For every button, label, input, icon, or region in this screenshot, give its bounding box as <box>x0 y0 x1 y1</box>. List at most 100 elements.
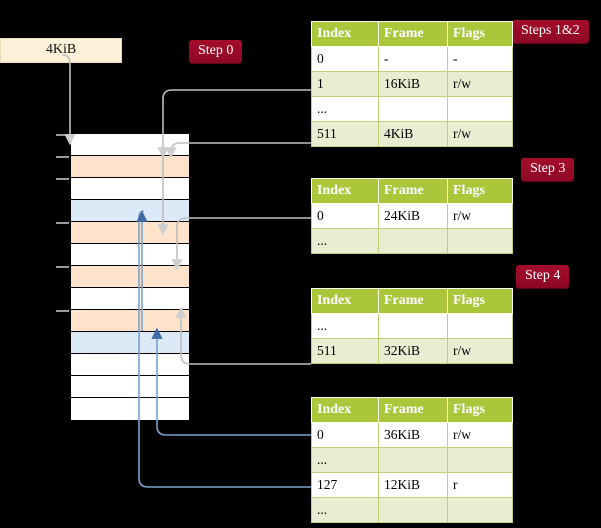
memory-frame-row <box>71 156 189 178</box>
step-badge-label: Step 4 <box>525 268 561 283</box>
memory-tick-mark <box>56 310 69 312</box>
virtual-address-label: 4KiB <box>45 42 77 57</box>
table-cell: r/w <box>447 121 513 147</box>
wire-table1-to-memory <box>165 142 311 159</box>
table-cell: r/w <box>447 422 513 448</box>
table-cell <box>378 96 448 122</box>
table-cell: ... <box>311 96 379 122</box>
table-cell: r/w <box>447 338 513 364</box>
table-cell <box>447 96 513 122</box>
memory-frame-row <box>71 222 189 244</box>
table-cell: 0 <box>311 203 379 229</box>
column-header-flags: Flags <box>447 288 513 314</box>
wire-va-to-memory <box>61 54 76 146</box>
memory-tick-mark <box>56 134 69 136</box>
table-cell: 24KiB <box>378 203 448 229</box>
step-badge-label: Step 3 <box>530 161 566 176</box>
table-cell: 0 <box>311 46 379 72</box>
column-header-frame: Frame <box>378 178 448 204</box>
column-header-index: Index <box>311 178 379 204</box>
step-badge-step0: Step 0 <box>189 40 243 63</box>
table-cell: 36KiB <box>378 422 448 448</box>
table-cell <box>378 447 448 473</box>
physical-memory-column <box>56 133 190 420</box>
memory-frame-row <box>71 244 189 266</box>
table-cell: 32KiB <box>378 338 448 364</box>
wire-table3-to-memory <box>175 306 311 365</box>
column-header-index: Index <box>311 397 379 423</box>
table-cell: r <box>447 472 513 498</box>
column-header-frame: Frame <box>378 397 448 423</box>
table-row: ... <box>311 497 513 523</box>
table-cell: r/w <box>447 203 513 229</box>
table-cell: ... <box>311 228 379 254</box>
table-cell: ... <box>311 313 379 339</box>
table-cell <box>447 447 513 473</box>
table-cell: 4KiB <box>378 121 448 147</box>
table-cell: 127 <box>311 472 379 498</box>
table-cell: 0 <box>311 422 379 448</box>
table-cell <box>378 497 448 523</box>
memory-frame-row <box>71 398 189 420</box>
step-badge-steps1and2: Steps 1&2 <box>512 20 589 43</box>
table-row: 0-- <box>311 46 513 72</box>
column-header-frame: Frame <box>378 288 448 314</box>
memory-tick-mark <box>56 222 69 224</box>
column-header-flags: Flags <box>447 397 513 423</box>
table-cell: - <box>378 46 448 72</box>
step-badge-label: Step 0 <box>198 43 234 58</box>
memory-frame-row <box>71 200 189 222</box>
table-row: ... <box>311 313 513 339</box>
table-cell: ... <box>311 447 379 473</box>
memory-tick-mark <box>56 266 69 268</box>
column-header-frame: Frame <box>378 21 448 47</box>
table-cell: - <box>447 46 513 72</box>
memory-tick-mark <box>56 156 69 158</box>
table-cell <box>447 313 513 339</box>
table-cell: 511 <box>311 338 379 364</box>
column-header-index: Index <box>311 21 379 47</box>
table-row: ... <box>311 228 513 254</box>
table-row: ... <box>311 96 513 122</box>
table-cell <box>378 228 448 254</box>
memory-frame-row <box>71 376 189 398</box>
memory-frame-row <box>71 288 189 310</box>
table-cell: 511 <box>311 121 379 147</box>
step-badge-step4: Step 4 <box>516 265 570 288</box>
memory-frame-row <box>71 332 189 354</box>
column-header-flags: Flags <box>447 178 513 204</box>
table-cell: r/w <box>447 71 513 97</box>
memory-frame-row <box>71 178 189 200</box>
column-header-index: Index <box>311 288 379 314</box>
table-cell: 12KiB <box>378 472 448 498</box>
table-cell: ... <box>311 497 379 523</box>
memory-frame-row <box>71 354 189 376</box>
table-cell <box>447 497 513 523</box>
table-cell <box>447 228 513 254</box>
memory-frame-row <box>71 266 189 288</box>
memory-frame-row <box>71 134 189 156</box>
wire-table2-to-memory <box>171 217 311 271</box>
memory-tick-mark <box>56 178 69 180</box>
table-row: ... <box>311 447 513 473</box>
step-badge-label: Steps 1&2 <box>521 23 580 38</box>
column-header-flags: Flags <box>447 21 513 47</box>
step-badge-step3: Step 3 <box>521 158 575 181</box>
table-cell <box>378 313 448 339</box>
virtual-address-box: 4KiB <box>0 38 122 63</box>
table-cell: 1 <box>311 71 379 97</box>
